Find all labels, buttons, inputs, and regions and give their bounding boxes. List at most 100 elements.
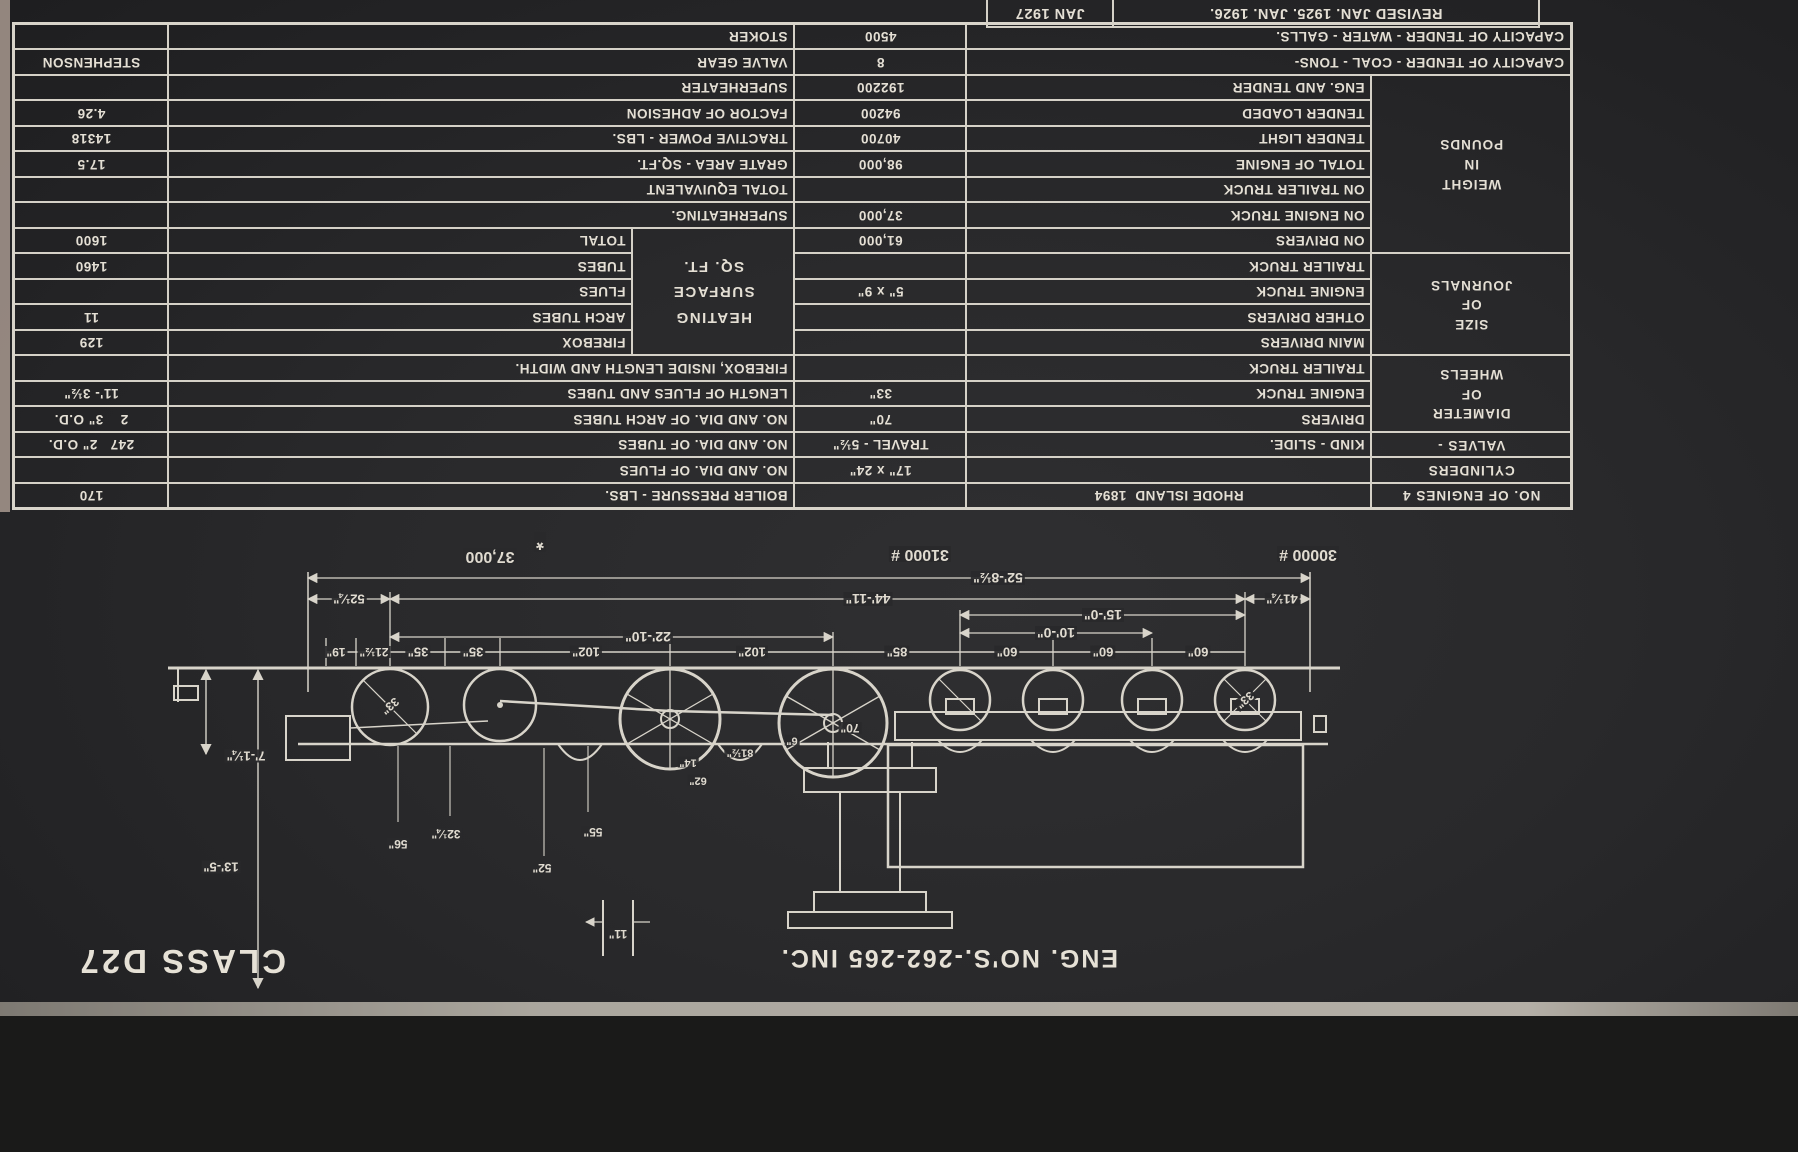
spec-label: ON ENGINE TRUCK (966, 202, 1372, 228)
card-paper-edge (0, 1000, 1798, 1016)
dimension-label: 56" (386, 837, 410, 851)
spec-label: FACTOR OF ADHESION (168, 100, 795, 126)
spec-value (13, 202, 169, 228)
dimension-label: 6" (784, 734, 800, 747)
dimension-label: 15'-0" (1082, 607, 1124, 623)
section-label: CYLINDERS (1371, 457, 1572, 483)
dimension-label: 102" (570, 644, 602, 660)
spec-value: 33" (794, 381, 967, 407)
spec-value: 5" x 9" (794, 279, 967, 305)
spec-label: ENGINE TRUCK (966, 279, 1372, 305)
spec-label: TRACTIVE POWER - LBS. (168, 126, 795, 152)
spec-value: 11 (13, 304, 169, 330)
dimension-label: 85" (884, 644, 910, 660)
spec-value: 8 (794, 49, 967, 75)
wheel-diameter-label: 70" (838, 721, 862, 735)
dimension-label: 35" (405, 644, 431, 660)
axle-load-label: 30000 # (1277, 546, 1339, 563)
spec-value: 11'- 3½" (13, 381, 169, 407)
spec-value (13, 279, 169, 305)
section-label: VALVES - (1371, 432, 1572, 458)
spec-value: 192200 (794, 75, 967, 101)
dimension-label: 102" (736, 644, 768, 660)
dimension-label: 52" (530, 861, 554, 875)
dimension-label: 60" (1090, 644, 1116, 660)
spec-label: FIREBOX, INSIDE LENGTH AND WIDTH. (168, 355, 795, 381)
spec-value (794, 483, 967, 509)
spec-value: 40700 (794, 126, 967, 152)
dimension-label: 13'-5" (201, 859, 241, 875)
dimension-label: 14" (677, 756, 699, 769)
spec-label: SUPERHEATING. (168, 202, 795, 228)
spec-value (13, 355, 169, 381)
dimension-label: 10'-0" (1035, 625, 1077, 641)
spec-label: TOTAL OF ENGINE (966, 151, 1372, 177)
spec-label: OTHER DRIVERS (966, 304, 1372, 330)
spec-value: 4500 (794, 24, 967, 50)
spec-value: 129 (13, 330, 169, 356)
spec-label: MAIN DRIVERS (966, 330, 1372, 356)
spec-label: TRAILER TRUCK (966, 355, 1372, 381)
spec-value (794, 304, 967, 330)
spec-label: VALVE GEAR (168, 49, 795, 75)
engine-numbers-title: ENG. NO'S.-262-265 INC. (779, 944, 1118, 972)
spec-label: FIREBOX (168, 330, 633, 356)
spec-label: LENGTH OF FLUES AND TUBES (168, 381, 795, 407)
spec-label: ENG. AND TENDER (966, 75, 1372, 101)
spec-value: 1460 (13, 253, 169, 279)
spec-label: RHODE ISLAND 1894 (966, 483, 1372, 509)
spec-label: STOKER (168, 24, 795, 50)
spec-value: 37,000 (794, 202, 967, 228)
dimension-label: 19" (324, 645, 348, 659)
spec-value (13, 457, 169, 483)
spec-value (13, 177, 169, 203)
spec-label: SUPERHEATER (168, 75, 795, 101)
spec-value (794, 253, 967, 279)
revision-date-latest: JAN 1927 (986, 0, 1112, 28)
dimension-label: 35" (460, 644, 486, 660)
section-label: NO. OF ENGINES 4 (1371, 483, 1572, 509)
dimension-label: 52'-8½" (971, 570, 1025, 586)
spec-label: TOTAL (168, 228, 633, 254)
spec-value: 61,000 (794, 228, 967, 254)
spec-label: ENGINE TRUCK (966, 381, 1372, 407)
dimension-label: 21½" (357, 645, 391, 659)
spec-label: ON TRAILER TRUCK (966, 177, 1372, 203)
spec-value (794, 177, 967, 203)
axle-load-label: 37,000 (463, 548, 517, 565)
dimension-label: 41¼" (1264, 591, 1300, 607)
spec-label: NO. AND DIA. OF ARCH TUBES (168, 406, 795, 432)
spec-value: 247 2" O.D. (13, 432, 169, 458)
spec-label: TENDER LIGHT (966, 126, 1372, 152)
spec-value (13, 75, 169, 101)
spec-value: TRAVEL - 5½" (794, 432, 967, 458)
spec-value (794, 355, 967, 381)
dimension-label: 22'-10" (623, 629, 673, 645)
axle-load-label: 31000 # (889, 546, 951, 563)
spec-label: ON DRIVERS (966, 228, 1372, 254)
dimension-label: 62" (687, 774, 709, 787)
spec-value: 17.5 (13, 151, 169, 177)
spec-row: VALVES -KIND - SLIDE.TRAVEL - 5½"NO. AND… (13, 432, 1572, 458)
dimension-label: 52¼" (331, 591, 367, 607)
spec-value: 2 3" O.D. (13, 406, 169, 432)
dimension-label: 55" (581, 825, 605, 839)
revision-strip: REVISED JAN. 1925. JAN. 1926. JAN 1927 (986, 0, 1540, 28)
spec-label: TENDER LOADED (966, 100, 1372, 126)
footnote-mark: * (534, 531, 546, 553)
spec-value: 170 (13, 483, 169, 509)
